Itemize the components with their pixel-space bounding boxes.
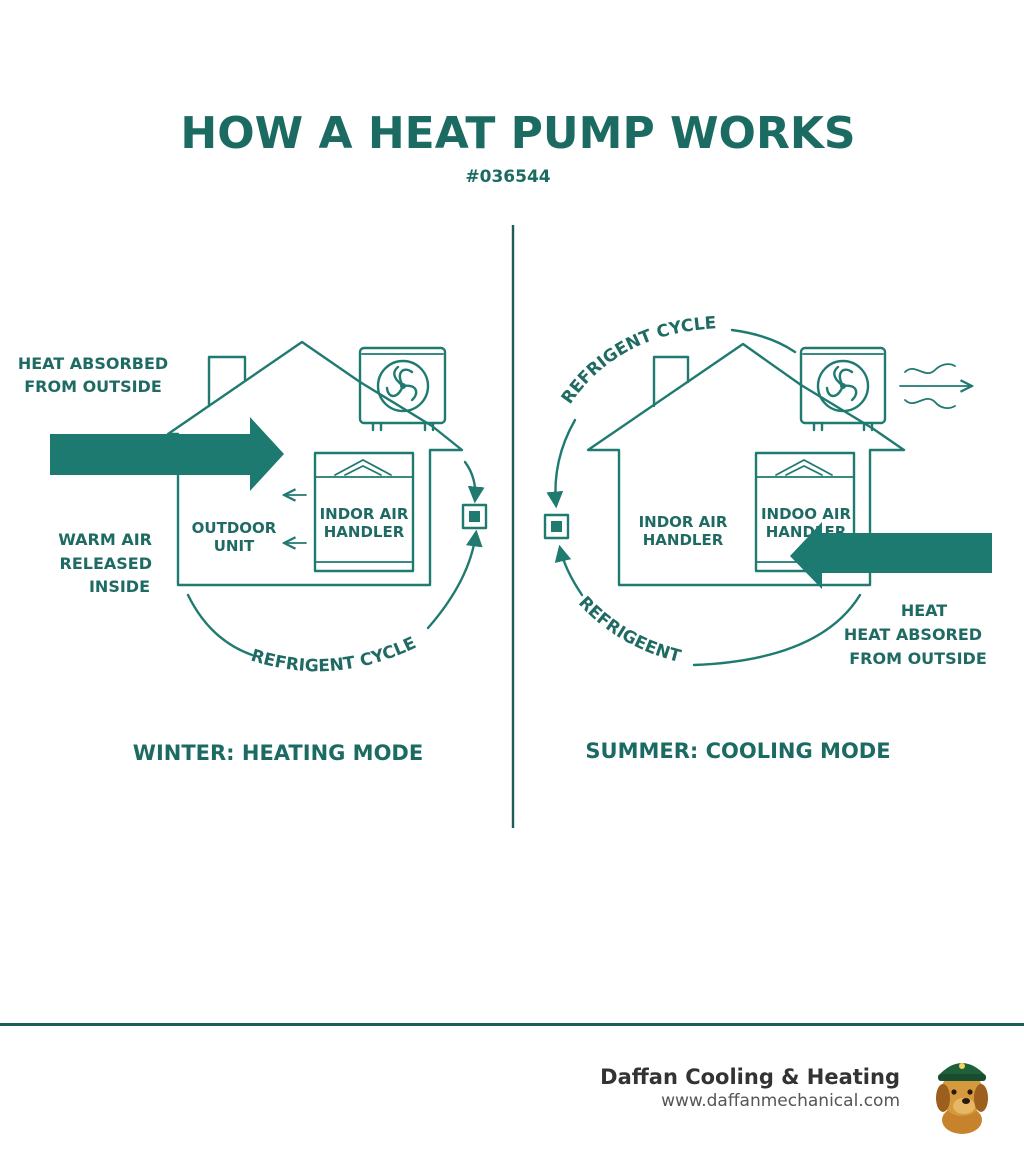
cycle-arc-right [426,529,483,630]
company-url[interactable]: www.daffanmechanical.com [661,1091,900,1111]
warm-air-label-3: INSIDE [89,577,150,596]
fan-icon [376,359,430,413]
summer-refrigerant-label: REFRIGEENT [574,593,683,667]
summer-cycle-label: REFRIGENT CYCLE [558,313,717,408]
chimney [207,355,247,408]
heat-pump-diagram: HOW A HEAT PUMP WORKS #036544 [18,108,992,828]
summer-mode-label: SUMMER: COOLING MODE [585,739,890,763]
thermostat-icon [461,503,488,530]
heat-absorbed-label-2: FROM OUTSIDE [24,377,162,396]
indoor-air-handler-box [313,451,415,573]
cycle-arc-left [546,418,577,509]
house-icon [166,340,464,587]
heat-label-1: HEAT [901,601,947,620]
outdoor-fan-unit [358,346,447,432]
winter-cycle-label: REFRIGENT CYCLE [249,633,420,676]
brand-block: Daffan Cooling & Heating www.daffanmecha… [600,1064,900,1112]
house-icon [586,342,906,587]
outdoor-unit-label-2: UNIT [214,537,255,555]
indoor-handler-label-1: INDOR AIR [320,505,409,523]
cycle-arc-left [186,593,254,657]
wind-icon [899,363,972,409]
heat-in-arrow-icon [50,417,284,491]
cycle-arc-top [730,328,797,354]
cycle-arc-lower [554,544,584,597]
chimney [652,355,690,408]
winter-panel: INDOR AIR HANDLER OUTDOOR UNIT HEAT ABSO… [18,340,488,765]
cycle-arc-bottom [692,593,862,667]
heat-label-2: HEAT ABSORED [844,625,982,644]
winter-mode-label: WINTER: HEATING MODE [133,741,423,765]
footer-divider [0,1023,1024,1026]
indoor-handler-label-2: HANDLER [643,531,724,549]
warm-air-label-2: RELEASED [60,554,153,573]
company-name: Daffan Cooling & Heating [600,1065,900,1089]
page-title: HOW A HEAT PUMP WORKS [180,108,855,159]
handler-box-label-1: INDOO AIR [761,505,852,523]
fan-icon [816,359,870,413]
warm-air-label-1: WARM AIR [58,530,152,549]
page-subtitle: #036544 [465,167,550,187]
heat-label-3: FROM OUTSIDE [849,649,987,668]
outdoor-unit-label-1: OUTDOOR [192,519,277,537]
heat-in-arrow-icon [790,522,992,589]
thermostat-icon [543,513,570,540]
outdoor-fan-unit [799,346,887,432]
heat-absorbed-label-1: HEAT ABSORBED [18,354,168,373]
mascot-icon [936,1063,988,1134]
indoor-handler-label-1: INDOR AIR [639,513,728,531]
indoor-handler-label-2: HANDLER [324,523,405,541]
cycle-arrow-top [463,460,485,504]
summer-panel: INDOO AIR HANDLER INDOR AIR HANDLER REFR… [543,313,992,763]
